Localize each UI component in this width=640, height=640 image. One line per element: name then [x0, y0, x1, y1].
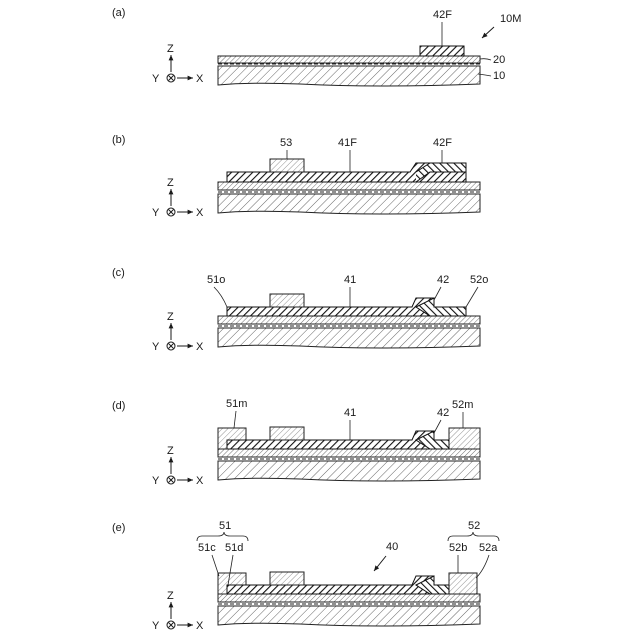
leader-51o: [214, 287, 227, 307]
layer-20: [218, 56, 480, 63]
label-41-d: 41: [344, 407, 356, 419]
block-53: [270, 572, 304, 585]
axis-y-label: Y: [152, 73, 160, 85]
panel-c-label: (c): [112, 267, 125, 279]
label-10: 10: [493, 70, 505, 82]
axis-y-label: Y: [152, 207, 160, 219]
panel-a: (a) Z Y X 42F 10M 20 10: [112, 7, 521, 86]
label-51o: 51o: [207, 274, 225, 286]
label-51m: 51m: [226, 398, 247, 410]
panel-b: (b) Z Y X 53 41F 42F: [112, 134, 480, 219]
brace-51: [197, 532, 248, 541]
panel-b-label: (b): [112, 134, 125, 146]
axis-z-label: Z: [167, 43, 174, 55]
layer-20: [218, 182, 480, 190]
label-51c: 51c: [198, 542, 216, 554]
label-52m: 52m: [452, 399, 473, 411]
substrate-layer: [218, 606, 480, 626]
axis-z-label: Z: [167, 311, 174, 323]
substrate-layer: [218, 194, 480, 214]
panel-a-label: (a): [112, 7, 125, 19]
axis-z-label: Z: [167, 590, 174, 602]
device-label: 10M: [500, 13, 521, 25]
label-41: 41: [344, 274, 356, 286]
axis-x-label: X: [196, 73, 204, 85]
label-42: 42: [437, 274, 449, 286]
substrate-layer: [218, 66, 480, 86]
brace-52: [448, 532, 499, 541]
axis-z-label: Z: [167, 177, 174, 189]
arrow-40: [374, 556, 386, 571]
axis-z-label: Z: [167, 445, 174, 457]
block-53: [270, 427, 304, 440]
label-51d: 51d: [225, 542, 243, 554]
leader-52o: [466, 287, 478, 307]
axis-x-label: X: [196, 207, 204, 219]
label-41f: 41F: [338, 137, 357, 149]
label-42-d: 42: [437, 407, 449, 419]
leader-51c: [212, 555, 219, 576]
leader-52a: [476, 555, 489, 578]
label-52: 52: [468, 520, 480, 532]
layer-20: [218, 449, 480, 457]
label-40: 40: [386, 541, 398, 553]
block-53: [270, 159, 304, 172]
layer-20: [218, 316, 480, 324]
label-52b: 52b: [449, 542, 467, 554]
electrode-52: [449, 573, 477, 594]
label-42f-b: 42F: [433, 137, 452, 149]
panel-e-label: (e): [112, 522, 125, 534]
axis-indicator-d: Z Y X: [152, 445, 204, 487]
device-arrow: [482, 27, 494, 38]
label-53: 53: [280, 137, 292, 149]
axis-indicator-b: Z Y X: [152, 177, 204, 219]
axis-y-label: Y: [152, 341, 160, 353]
label-51: 51: [219, 520, 231, 532]
axis-indicator-a: Z Y X: [152, 43, 204, 85]
film-42f: [420, 46, 464, 56]
block-53: [270, 294, 304, 307]
panel-d: (d) Z Y X 51m 41 42 52m: [112, 398, 480, 487]
axis-x-label: X: [196, 341, 204, 353]
layer-20: [218, 594, 480, 602]
axis-y-label: Y: [152, 475, 160, 487]
axis-indicator-c: Z Y X: [152, 311, 204, 353]
panel-d-label: (d): [112, 400, 125, 412]
substrate-layer: [218, 328, 480, 348]
label-52o: 52o: [470, 274, 488, 286]
label-52a: 52a: [479, 542, 498, 554]
panel-c: (c) Z Y X 51o 41 42 52o: [112, 267, 488, 353]
panel-e: (e) Z Y X 51 51c 51d 40 52: [112, 520, 499, 632]
substrate-layer: [218, 461, 480, 481]
axis-indicator-e: Z Y X: [152, 590, 204, 632]
leader-20: [480, 59, 491, 60]
leader-42: [434, 287, 441, 300]
leader-42-d: [434, 420, 441, 433]
axis-x-label: X: [196, 475, 204, 487]
axis-y-label: Y: [152, 620, 160, 632]
axis-x-label: X: [196, 620, 204, 632]
label-42f-a: 42F: [433, 9, 452, 21]
leader-51m: [234, 411, 236, 428]
member-52m: [449, 428, 480, 449]
label-20: 20: [493, 54, 505, 66]
